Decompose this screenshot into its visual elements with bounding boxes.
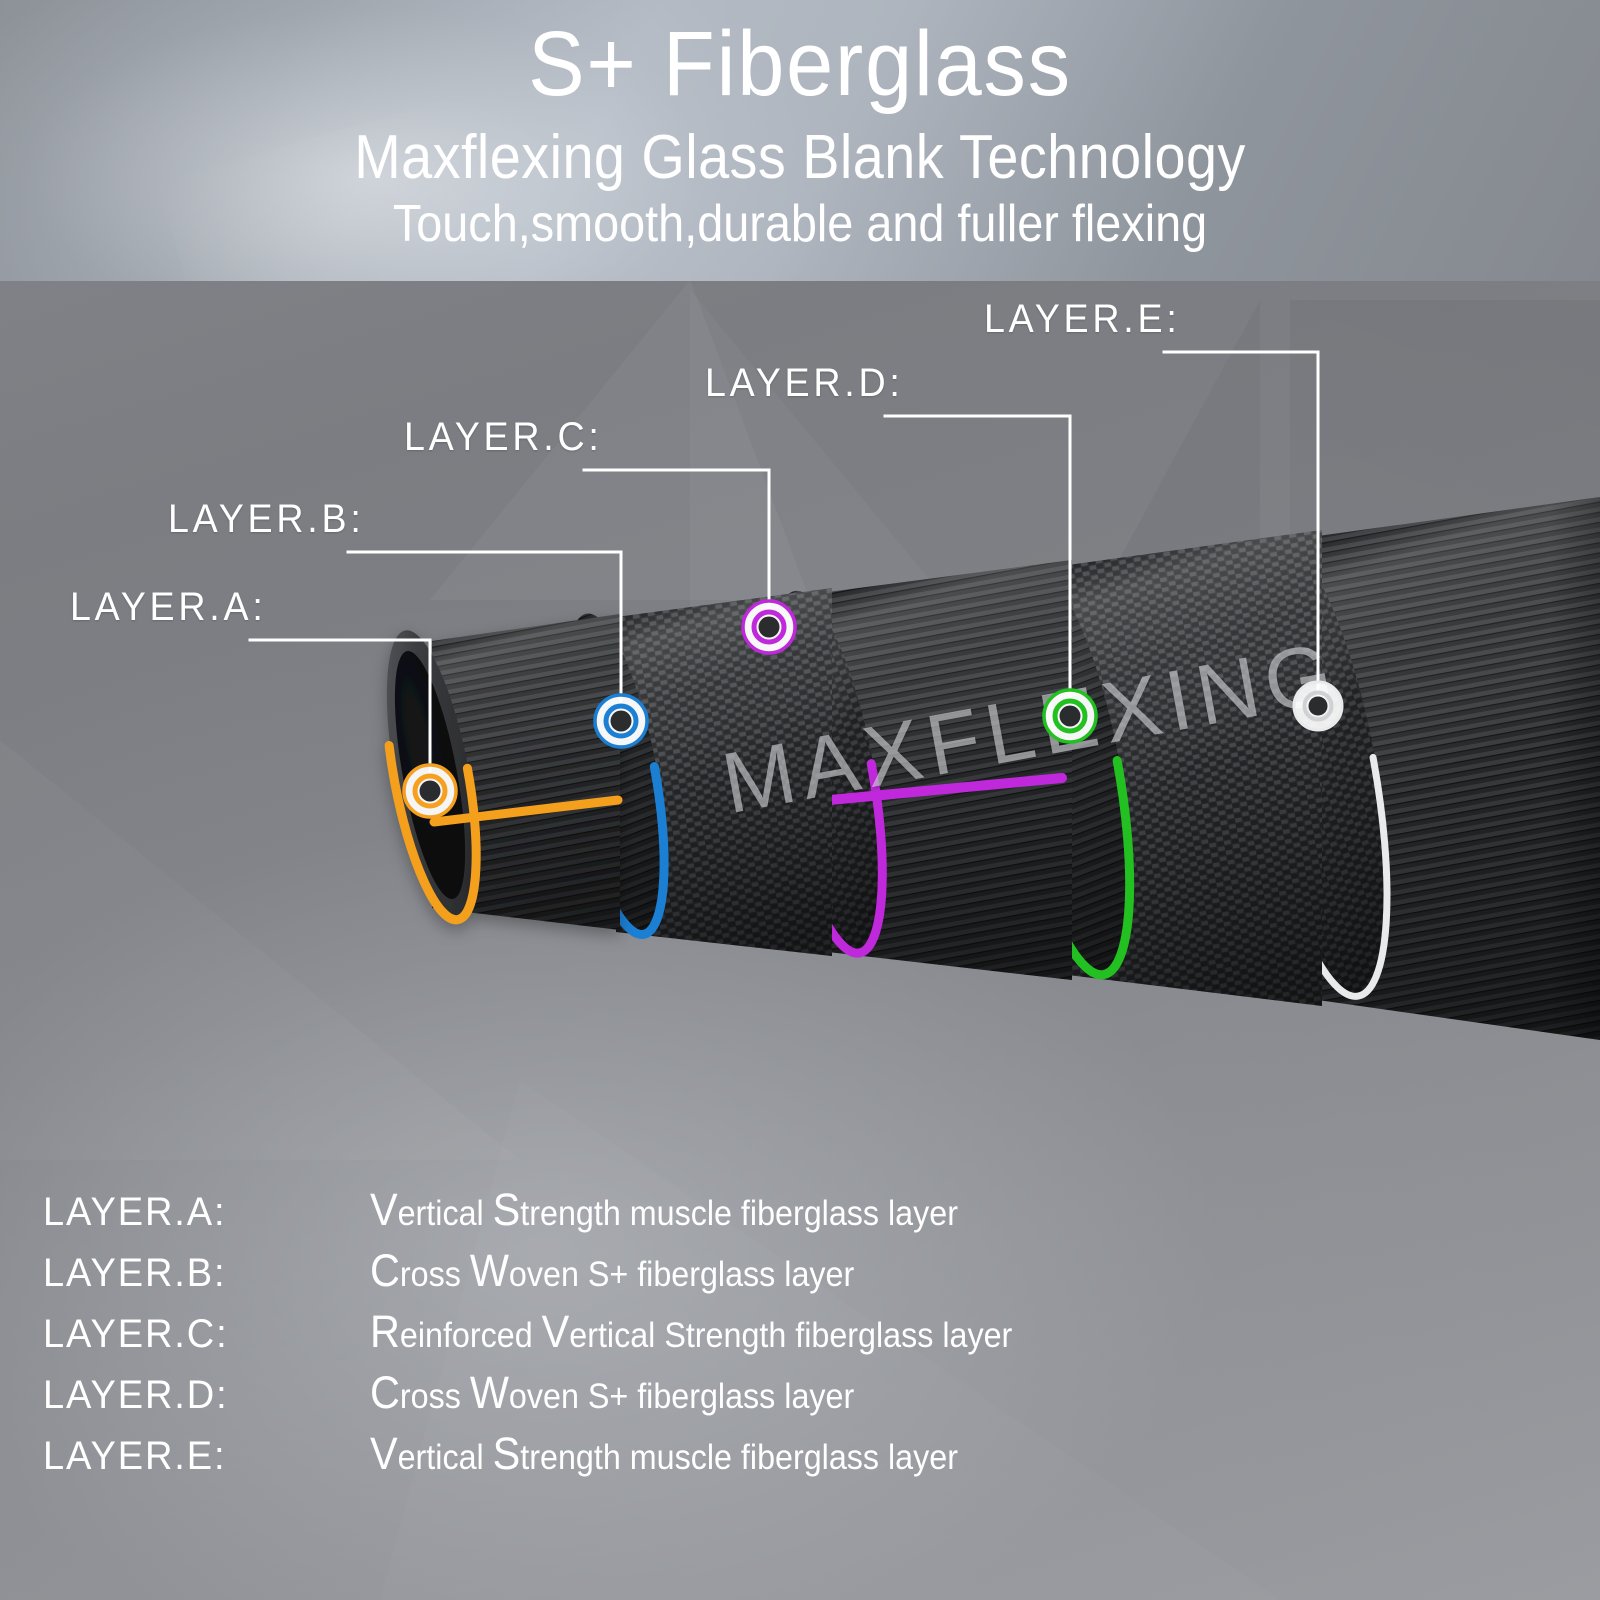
callout-label-b: LAYER.B: — [168, 497, 365, 541]
page-tagline: Touch,smooth,durable and fuller flexing — [392, 195, 1208, 253]
legend-desc: Cross Woven S+ fiberglass layer — [370, 1247, 854, 1299]
legend-desc-text: ross — [399, 1377, 470, 1416]
legend-desc: Vertical Strength muscle fiberglass laye… — [370, 1430, 958, 1482]
legend-row: LAYER.B: Cross Woven S+ fiberglass layer — [0, 1247, 1600, 1308]
legend-desc: Cross Woven S+ fiberglass layer — [370, 1369, 854, 1421]
legend-desc-text: S+ fiberglass layer — [587, 1377, 855, 1416]
callout-label-c: LAYER.C: — [404, 415, 603, 459]
legend-key: LAYER.E: — [43, 1434, 227, 1478]
legend-desc-text: W — [469, 1367, 509, 1418]
legend-desc-text: V — [370, 1184, 398, 1235]
legend-desc-text: oven — [508, 1255, 588, 1294]
legend-desc: Reinforced Vertical Strength fiberglass … — [370, 1308, 1012, 1360]
legend-desc-text: C — [370, 1367, 400, 1418]
header-banner: S+ Fiberglass Maxflexing Glass Blank Tec… — [0, 0, 1600, 281]
legend-key: LAYER.C: — [43, 1312, 229, 1356]
legend-row: LAYER.E: Vertical Strength muscle fiberg… — [0, 1430, 1600, 1491]
page-title: S+ Fiberglass — [528, 13, 1072, 115]
layer-legend: LAYER.A: Vertical Strength muscle fiberg… — [0, 1186, 1600, 1491]
legend-key: LAYER.D: — [43, 1373, 229, 1417]
legend-desc-text: muscle fiberglass layer — [629, 1438, 958, 1477]
legend-desc-text: ross — [399, 1255, 470, 1294]
legend-desc-text: ertical — [569, 1316, 665, 1355]
callout-label-e: LAYER.E: — [984, 297, 1181, 341]
legend-desc-text: S — [492, 1428, 521, 1479]
legend-desc-text: trength — [520, 1438, 630, 1477]
callout-label-a: LAYER.A: — [70, 585, 267, 629]
legend-desc-text: einforced — [399, 1316, 542, 1355]
callout-label-d: LAYER.D: — [705, 361, 904, 405]
legend-row: LAYER.C: Reinforced Vertical Strength fi… — [0, 1308, 1600, 1369]
legend-desc-text: V — [541, 1306, 570, 1357]
legend-desc-text: ertical — [397, 1194, 493, 1233]
legend-desc-text: trength — [520, 1194, 630, 1233]
legend-row: LAYER.A: Vertical Strength muscle fiberg… — [0, 1186, 1600, 1247]
legend-row: LAYER.D: Cross Woven S+ fiberglass layer — [0, 1369, 1600, 1430]
legend-desc-text: ertical — [397, 1438, 493, 1477]
legend-key: LAYER.B: — [43, 1251, 227, 1295]
legend-desc-text: S — [492, 1184, 521, 1235]
legend-desc-text: muscle fiberglass layer — [629, 1194, 958, 1233]
legend-desc-text: Strength fiberglass layer — [664, 1316, 1013, 1355]
legend-desc-text: W — [469, 1245, 509, 1296]
legend-desc-text: S+ fiberglass layer — [587, 1255, 855, 1294]
page-subtitle: Maxflexing Glass Blank Technology — [354, 123, 1246, 192]
tube-segment-a — [381, 614, 623, 930]
legend-desc: Vertical Strength muscle fiberglass laye… — [370, 1186, 958, 1238]
legend-desc-text: C — [370, 1245, 400, 1296]
legend-desc-text: oven — [508, 1377, 588, 1416]
legend-key: LAYER.A: — [43, 1190, 227, 1234]
legend-desc-text: R — [370, 1306, 400, 1357]
legend-desc-text: V — [370, 1428, 398, 1479]
